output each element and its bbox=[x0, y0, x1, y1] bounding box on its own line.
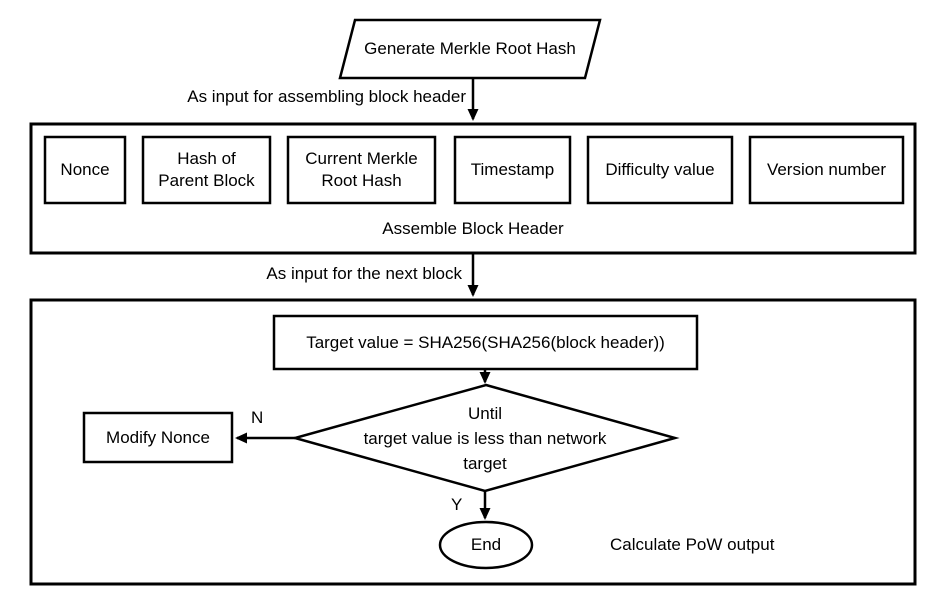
decision-label-line3: target bbox=[463, 453, 507, 473]
field-label-merkle-root: Current Merkle Root Hash bbox=[288, 137, 435, 203]
field-rect-parent-hash bbox=[141, 135, 272, 205]
field-rect-difficulty bbox=[586, 135, 734, 205]
edge-label-next-block: As input for the next block bbox=[266, 264, 462, 283]
field-label-parent-hash-line1: Hash of bbox=[177, 149, 236, 168]
end-ellipse bbox=[438, 520, 534, 570]
field-label-merkle-root-line2: Root Hash bbox=[321, 171, 402, 190]
assemble-block-header-title: Assemble Block Header bbox=[382, 219, 564, 238]
modify-nonce-rect bbox=[82, 411, 234, 464]
field-rect-timestamp bbox=[453, 135, 572, 205]
field-label-difficulty: Difficulty value bbox=[605, 160, 715, 179]
edge-label-assembling: As input for assembling block header bbox=[187, 87, 466, 106]
modify-nonce-label: Modify Nonce bbox=[106, 427, 210, 447]
field-rect-nonce bbox=[43, 135, 127, 205]
field-label-nonce: Nonce bbox=[60, 160, 110, 179]
hash-step-label: Target value = SHA256(SHA256(block heade… bbox=[306, 332, 665, 352]
start-parallelogram bbox=[338, 18, 602, 80]
field-rect-merkle-root bbox=[286, 135, 437, 205]
field-label-parent-hash-line2: Parent Block bbox=[158, 171, 255, 190]
field-rect-version bbox=[748, 135, 905, 205]
branch-label-yes: Y bbox=[451, 495, 463, 514]
decision-label-line1: Until bbox=[467, 403, 502, 423]
field-label-merkle-root-line1: Current Merkle bbox=[305, 149, 418, 168]
start-label: Generate Merkle Root Hash bbox=[364, 39, 576, 58]
pow-output-caption: Calculate PoW output bbox=[610, 535, 775, 554]
decision-label-line2: target value is less than network bbox=[363, 428, 607, 448]
field-label-timestamp: Timestamp bbox=[470, 160, 555, 179]
pow-container-rect bbox=[29, 298, 917, 586]
decision-label: Until target value is less than network … bbox=[335, 399, 635, 477]
field-label-version: Version number bbox=[766, 160, 887, 179]
field-label-parent-hash: Hash of Parent Block bbox=[143, 137, 270, 203]
branch-label-no: N bbox=[251, 408, 264, 427]
end-label: End bbox=[470, 535, 502, 554]
